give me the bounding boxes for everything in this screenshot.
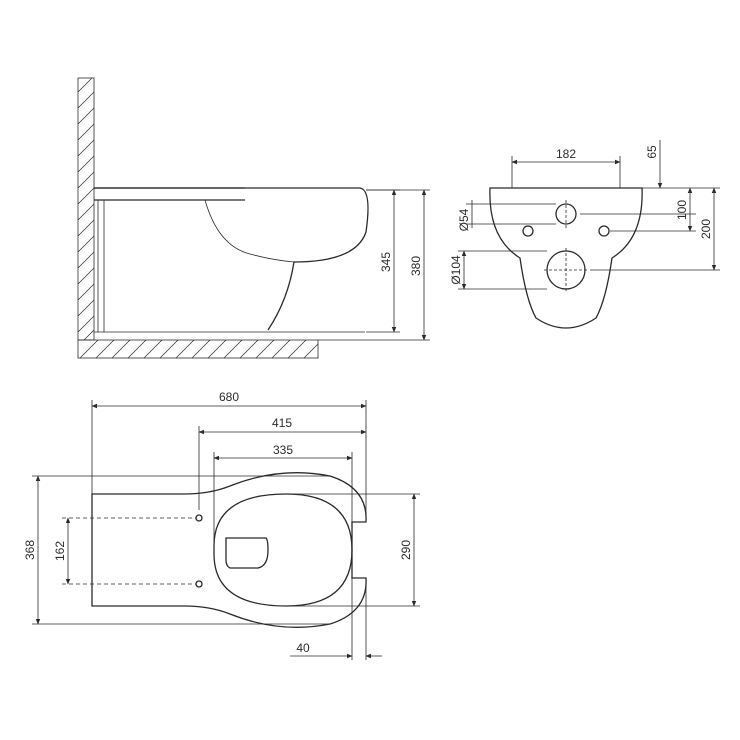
floor-hatched — [77, 339, 319, 359]
top-outline — [91, 472, 367, 628]
dim-bolt-height: 200 — [699, 219, 713, 239]
dim-height-rim: 345 — [379, 252, 393, 272]
dim-height-total: 380 — [409, 256, 423, 276]
dim-rim-offset: 40 — [296, 641, 310, 655]
dim-seat-width: 290 — [399, 540, 413, 560]
dim-outlet-diameter: Ø104 — [449, 255, 463, 285]
side-view: 345 380 — [77, 77, 430, 359]
wall-hatched — [77, 77, 95, 341]
seat-ring — [213, 493, 353, 607]
dim-inlet-diameter: Ø54 — [457, 208, 471, 231]
bolt-hole-left — [522, 225, 534, 237]
bowl-side-profile — [94, 187, 369, 331]
fixing-point-bottom — [195, 580, 203, 588]
dim-water-height: 100 — [675, 200, 689, 220]
top-view: 680 415 335 368 162 290 40 — [23, 390, 420, 660]
dim-length-mid: 415 — [272, 416, 292, 430]
dim-length-bowl: 335 — [273, 443, 293, 457]
flush-detail — [225, 537, 269, 569]
dim-length-total: 680 — [219, 390, 239, 404]
fixing-point-top — [195, 514, 203, 522]
rear-profile — [489, 187, 643, 329]
dim-offset-top: 65 — [645, 145, 659, 159]
bolt-hole-right — [598, 225, 610, 237]
dim-width-total: 368 — [23, 540, 37, 560]
rear-view: 182 65 100 200 Ø54 Ø104 — [449, 140, 720, 329]
dim-bolt-spacing: 182 — [556, 147, 576, 161]
dim-fixing-spacing: 162 — [53, 541, 67, 561]
water-inlet — [555, 203, 577, 225]
